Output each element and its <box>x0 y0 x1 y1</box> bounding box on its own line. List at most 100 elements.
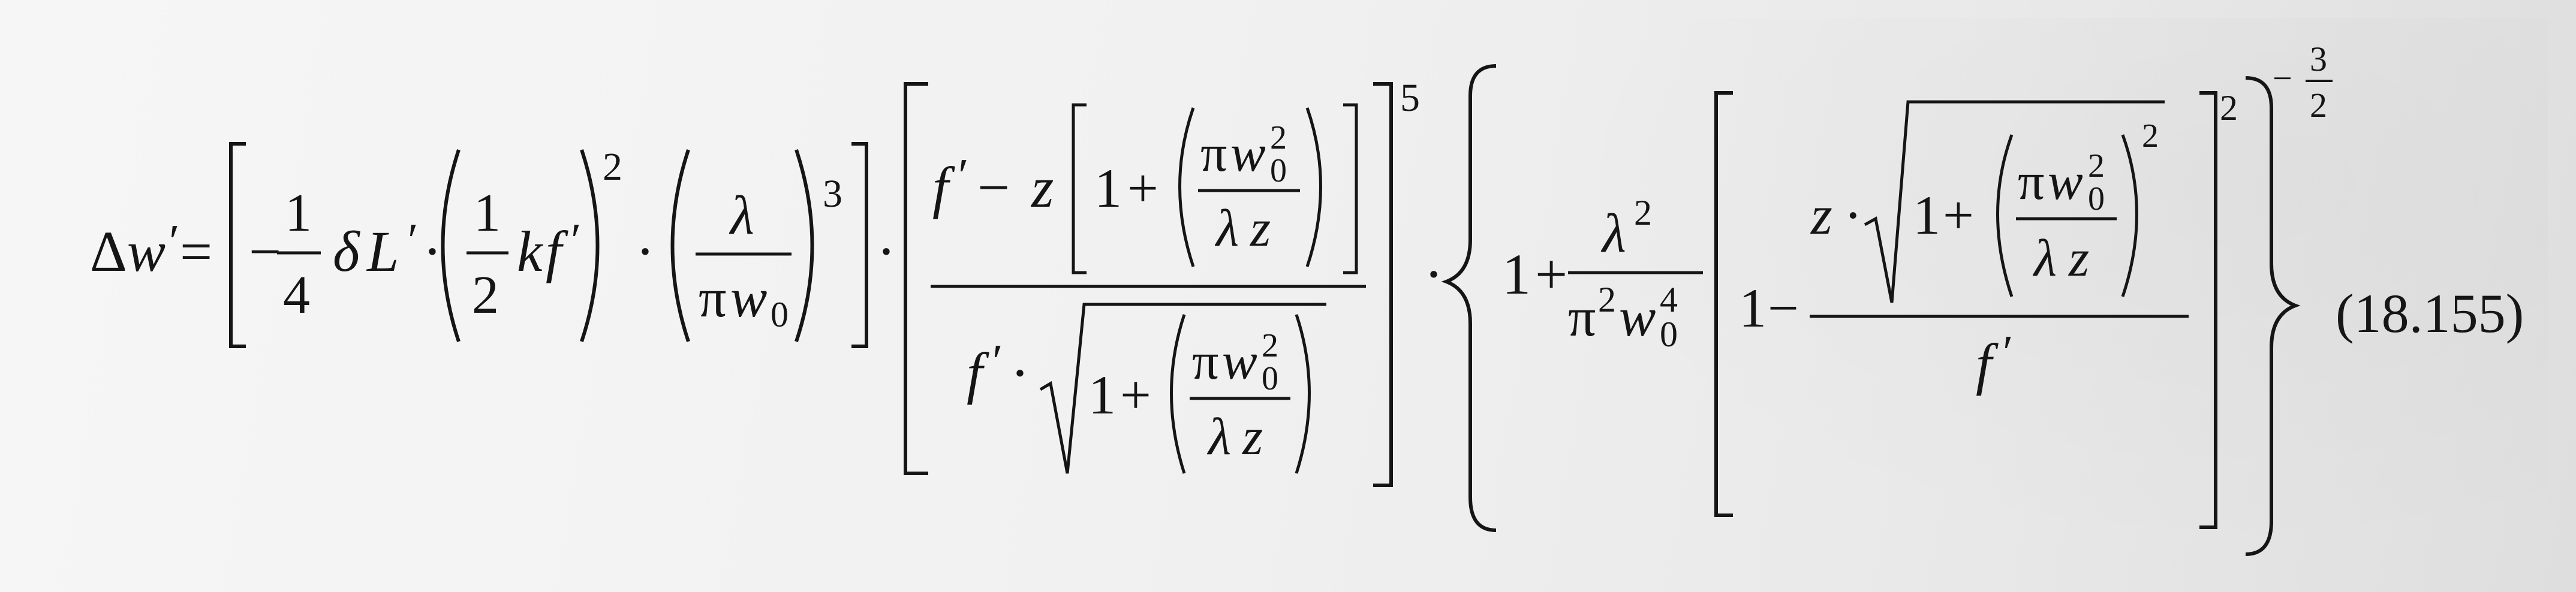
exp-2-a: 2 <box>603 145 622 189</box>
paren-4-right <box>1295 314 1311 474</box>
cdot-5: · <box>1424 242 1443 306</box>
equation-number: (18.155) <box>2336 283 2524 344</box>
f-symbol-2: f <box>932 155 955 219</box>
exp-2-b: 2 <box>2142 117 2159 155</box>
frac-quarter-den: 4 <box>283 265 310 325</box>
frac-half-num: 1 <box>474 183 501 243</box>
bracket-3-left <box>1714 91 1733 517</box>
cdot-2: · <box>636 219 655 283</box>
bracket-3-right <box>2199 91 2217 529</box>
paren-5-left <box>1996 134 2014 297</box>
w-sub-0-b: 0 <box>1270 152 1287 189</box>
exp-2-c: 2 <box>2220 88 2238 128</box>
lambda-5: λ <box>2032 229 2057 288</box>
bracket-inner-right <box>1343 103 1358 274</box>
cdot-1: · <box>423 219 442 283</box>
cdot-3: · <box>877 219 896 283</box>
one-3: 1 <box>1502 242 1531 306</box>
one-5: 1 <box>1913 185 1940 246</box>
z-symbol-4: z <box>1810 185 1832 246</box>
f-prime-3: ′ <box>992 336 1003 388</box>
pi-sup-2: 2 <box>1598 280 1616 319</box>
one-2: 1 <box>1088 364 1116 425</box>
paren-2-left <box>670 149 690 342</box>
w-sup-2-c: 2 <box>2088 147 2105 185</box>
plus-2: + <box>1120 364 1151 425</box>
bracket-2-left <box>904 82 928 475</box>
f-prime-4: ′ <box>2003 327 2014 379</box>
paren-3-left <box>1178 107 1195 267</box>
w-sub-0-d: 0 <box>1660 315 1678 354</box>
brace-left <box>1441 64 1497 532</box>
exp-frac-den: 2 <box>2310 86 2327 125</box>
exp-minus-sign: − <box>2273 59 2292 98</box>
pi-1: π <box>699 267 726 328</box>
w-sup-2-a: 2 <box>1270 119 1287 156</box>
exp-frac-num: 3 <box>2310 40 2327 78</box>
one-4: 1 <box>1739 277 1767 339</box>
w-sub-0-c: 0 <box>1262 360 1278 397</box>
plus-1: + <box>1127 158 1158 219</box>
bracket-1-right <box>851 142 868 348</box>
pi-2: π <box>1200 125 1227 183</box>
f-symbol-4: f <box>1976 332 1999 396</box>
f-prime-1: ′ <box>571 215 582 267</box>
z-symbol-2: z <box>1250 200 1271 258</box>
bracket-1-left <box>229 142 246 348</box>
lambda-2: λ <box>1214 200 1239 258</box>
w-3: w <box>1222 333 1257 391</box>
paren-1-left <box>441 149 461 342</box>
lambda-1: λ <box>729 185 754 246</box>
minus-2: − <box>977 155 1010 219</box>
exp-3: 3 <box>823 172 842 216</box>
minus-1: − <box>249 219 281 283</box>
lambda-sup-2: 2 <box>1634 193 1652 232</box>
delta-symbol: δ <box>333 219 360 283</box>
z-symbol-5: z <box>2068 229 2089 288</box>
lambda-3: λ <box>1206 408 1231 466</box>
plus-4: + <box>1943 185 1974 246</box>
sqrt-1 <box>1039 303 1326 474</box>
bracket-2-right <box>1373 82 1393 487</box>
lhs-w: w <box>127 219 165 283</box>
w-sub-0-e: 0 <box>2088 180 2105 218</box>
minus-3: − <box>1768 277 1799 339</box>
cdot-6: · <box>1844 185 1862 246</box>
w-sup-2-b: 2 <box>1262 327 1278 364</box>
z-symbol-3: z <box>1242 408 1263 466</box>
w-5: w <box>2048 153 2083 211</box>
plus-3: + <box>1535 242 1567 306</box>
k-symbol: k <box>517 219 544 283</box>
paren-4-left <box>1170 314 1186 474</box>
w-sup-4: 4 <box>1660 280 1678 319</box>
paren-1-right <box>580 149 600 342</box>
f-prime-2: ′ <box>958 150 969 203</box>
w-4: w <box>1619 286 1656 348</box>
pi-3: π <box>1192 333 1218 391</box>
paren-5-right <box>2121 134 2138 297</box>
brace-right <box>2245 76 2301 556</box>
w-2: w <box>1230 125 1266 183</box>
lhs-prime: ′ <box>169 216 180 268</box>
cdot-4: · <box>1010 341 1030 405</box>
w-1: w <box>730 267 767 328</box>
paren-3-right <box>1305 107 1322 267</box>
sqrt-2 <box>1864 100 2165 303</box>
L-symbol: L <box>366 219 399 283</box>
f-symbol-1: f <box>546 219 568 283</box>
bracket-inner-left <box>1072 103 1087 274</box>
frac-quarter-num: 1 <box>285 183 312 243</box>
frac-half-den: 2 <box>472 265 499 325</box>
w-sub-0-a: 0 <box>771 295 789 334</box>
pi-5: π <box>2018 153 2044 211</box>
one-1: 1 <box>1094 158 1122 219</box>
paren-2-right <box>795 149 814 342</box>
pi-4: π <box>1568 286 1596 348</box>
exp-5: 5 <box>1400 76 1420 120</box>
f-symbol-3: f <box>967 341 989 405</box>
z-symbol-1: z <box>1030 155 1054 219</box>
equals-sign: = <box>180 219 212 283</box>
lambda-4: λ <box>1600 203 1626 264</box>
